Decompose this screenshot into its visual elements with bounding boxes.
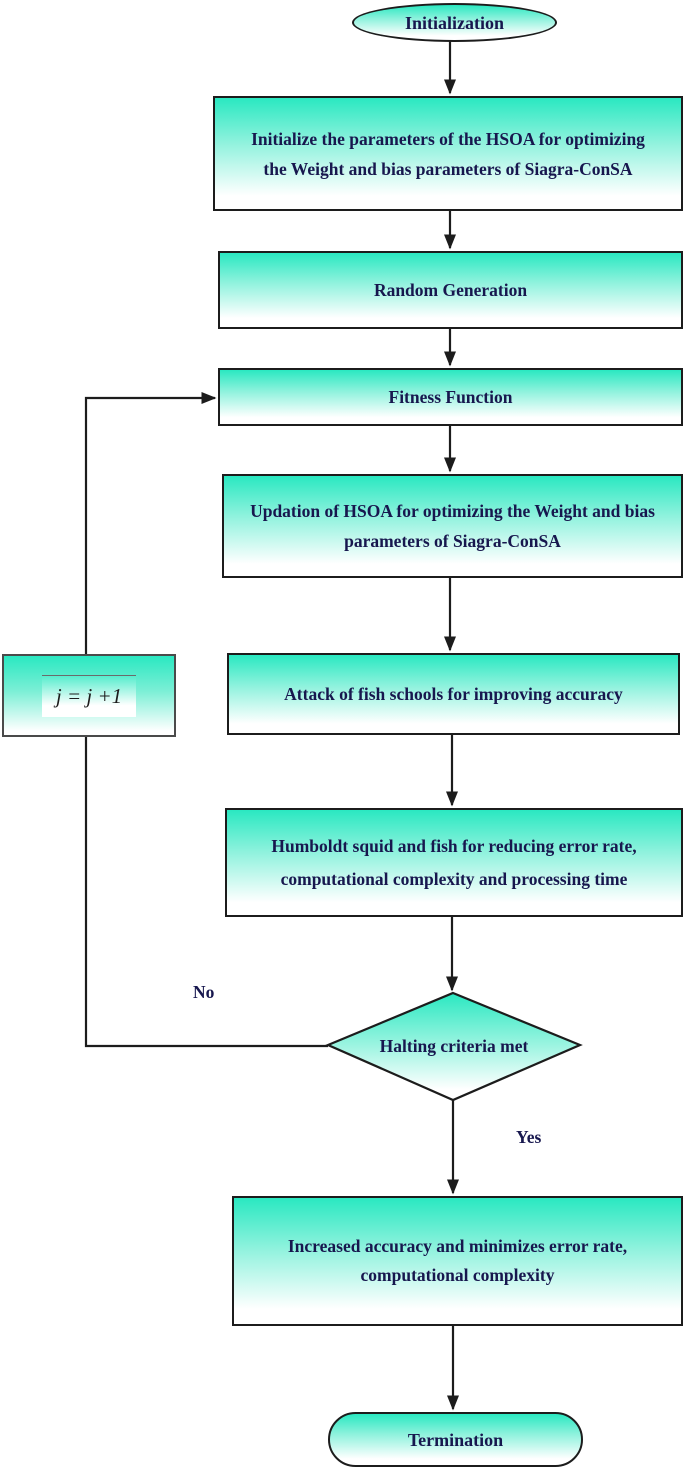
node-halting-decision-label: Halting criteria met	[379, 1036, 529, 1056]
node-humboldt-squid: Humboldt squid and fish for reducing err…	[225, 808, 683, 917]
node-random-generation-label: Random Generation	[373, 280, 528, 300]
node-fitness-function-label: Fitness Function	[388, 387, 513, 407]
decision-diamond-shape	[325, 991, 583, 1102]
node-attack-fish-schools: Attack of fish schools for improving acc…	[227, 653, 680, 735]
node-updation-hsoa: Updation of HSOA for optimizing the Weig…	[222, 474, 683, 578]
node-humboldt-squid-label: Humboldt squid and fish for reducing err…	[271, 835, 637, 889]
node-updation-hsoa-label: Updation of HSOA for optimizing the Weig…	[250, 501, 655, 551]
node-increment-counter: j = j +1	[2, 654, 176, 737]
node-start-terminator: Initialization	[352, 3, 557, 42]
node-end-label: Termination	[407, 1429, 504, 1450]
node-initialize-parameters-label: Initialize the parameters of the HSOA fo…	[251, 128, 645, 179]
node-end-terminator: Termination	[328, 1412, 583, 1467]
node-halting-decision: Halting criteria met	[328, 993, 580, 1100]
node-start-label: Initialization	[404, 12, 504, 33]
node-random-generation: Random Generation	[218, 251, 683, 329]
edge-label-yes: Yes	[516, 1127, 542, 1147]
node-initialize-parameters: Initialize the parameters of the HSOA fo…	[213, 96, 683, 211]
node-fitness-function: Fitness Function	[218, 368, 683, 426]
node-increased-accuracy-result-label: Increased accuracy and minimizes error r…	[287, 1236, 628, 1285]
node-increased-accuracy-result: Increased accuracy and minimizes error r…	[232, 1196, 683, 1326]
edge-label-no: No	[193, 982, 215, 1002]
node-increment-counter-label: j = j +1	[41, 674, 137, 717]
node-attack-fish-schools-label: Attack of fish schools for improving acc…	[284, 683, 623, 704]
